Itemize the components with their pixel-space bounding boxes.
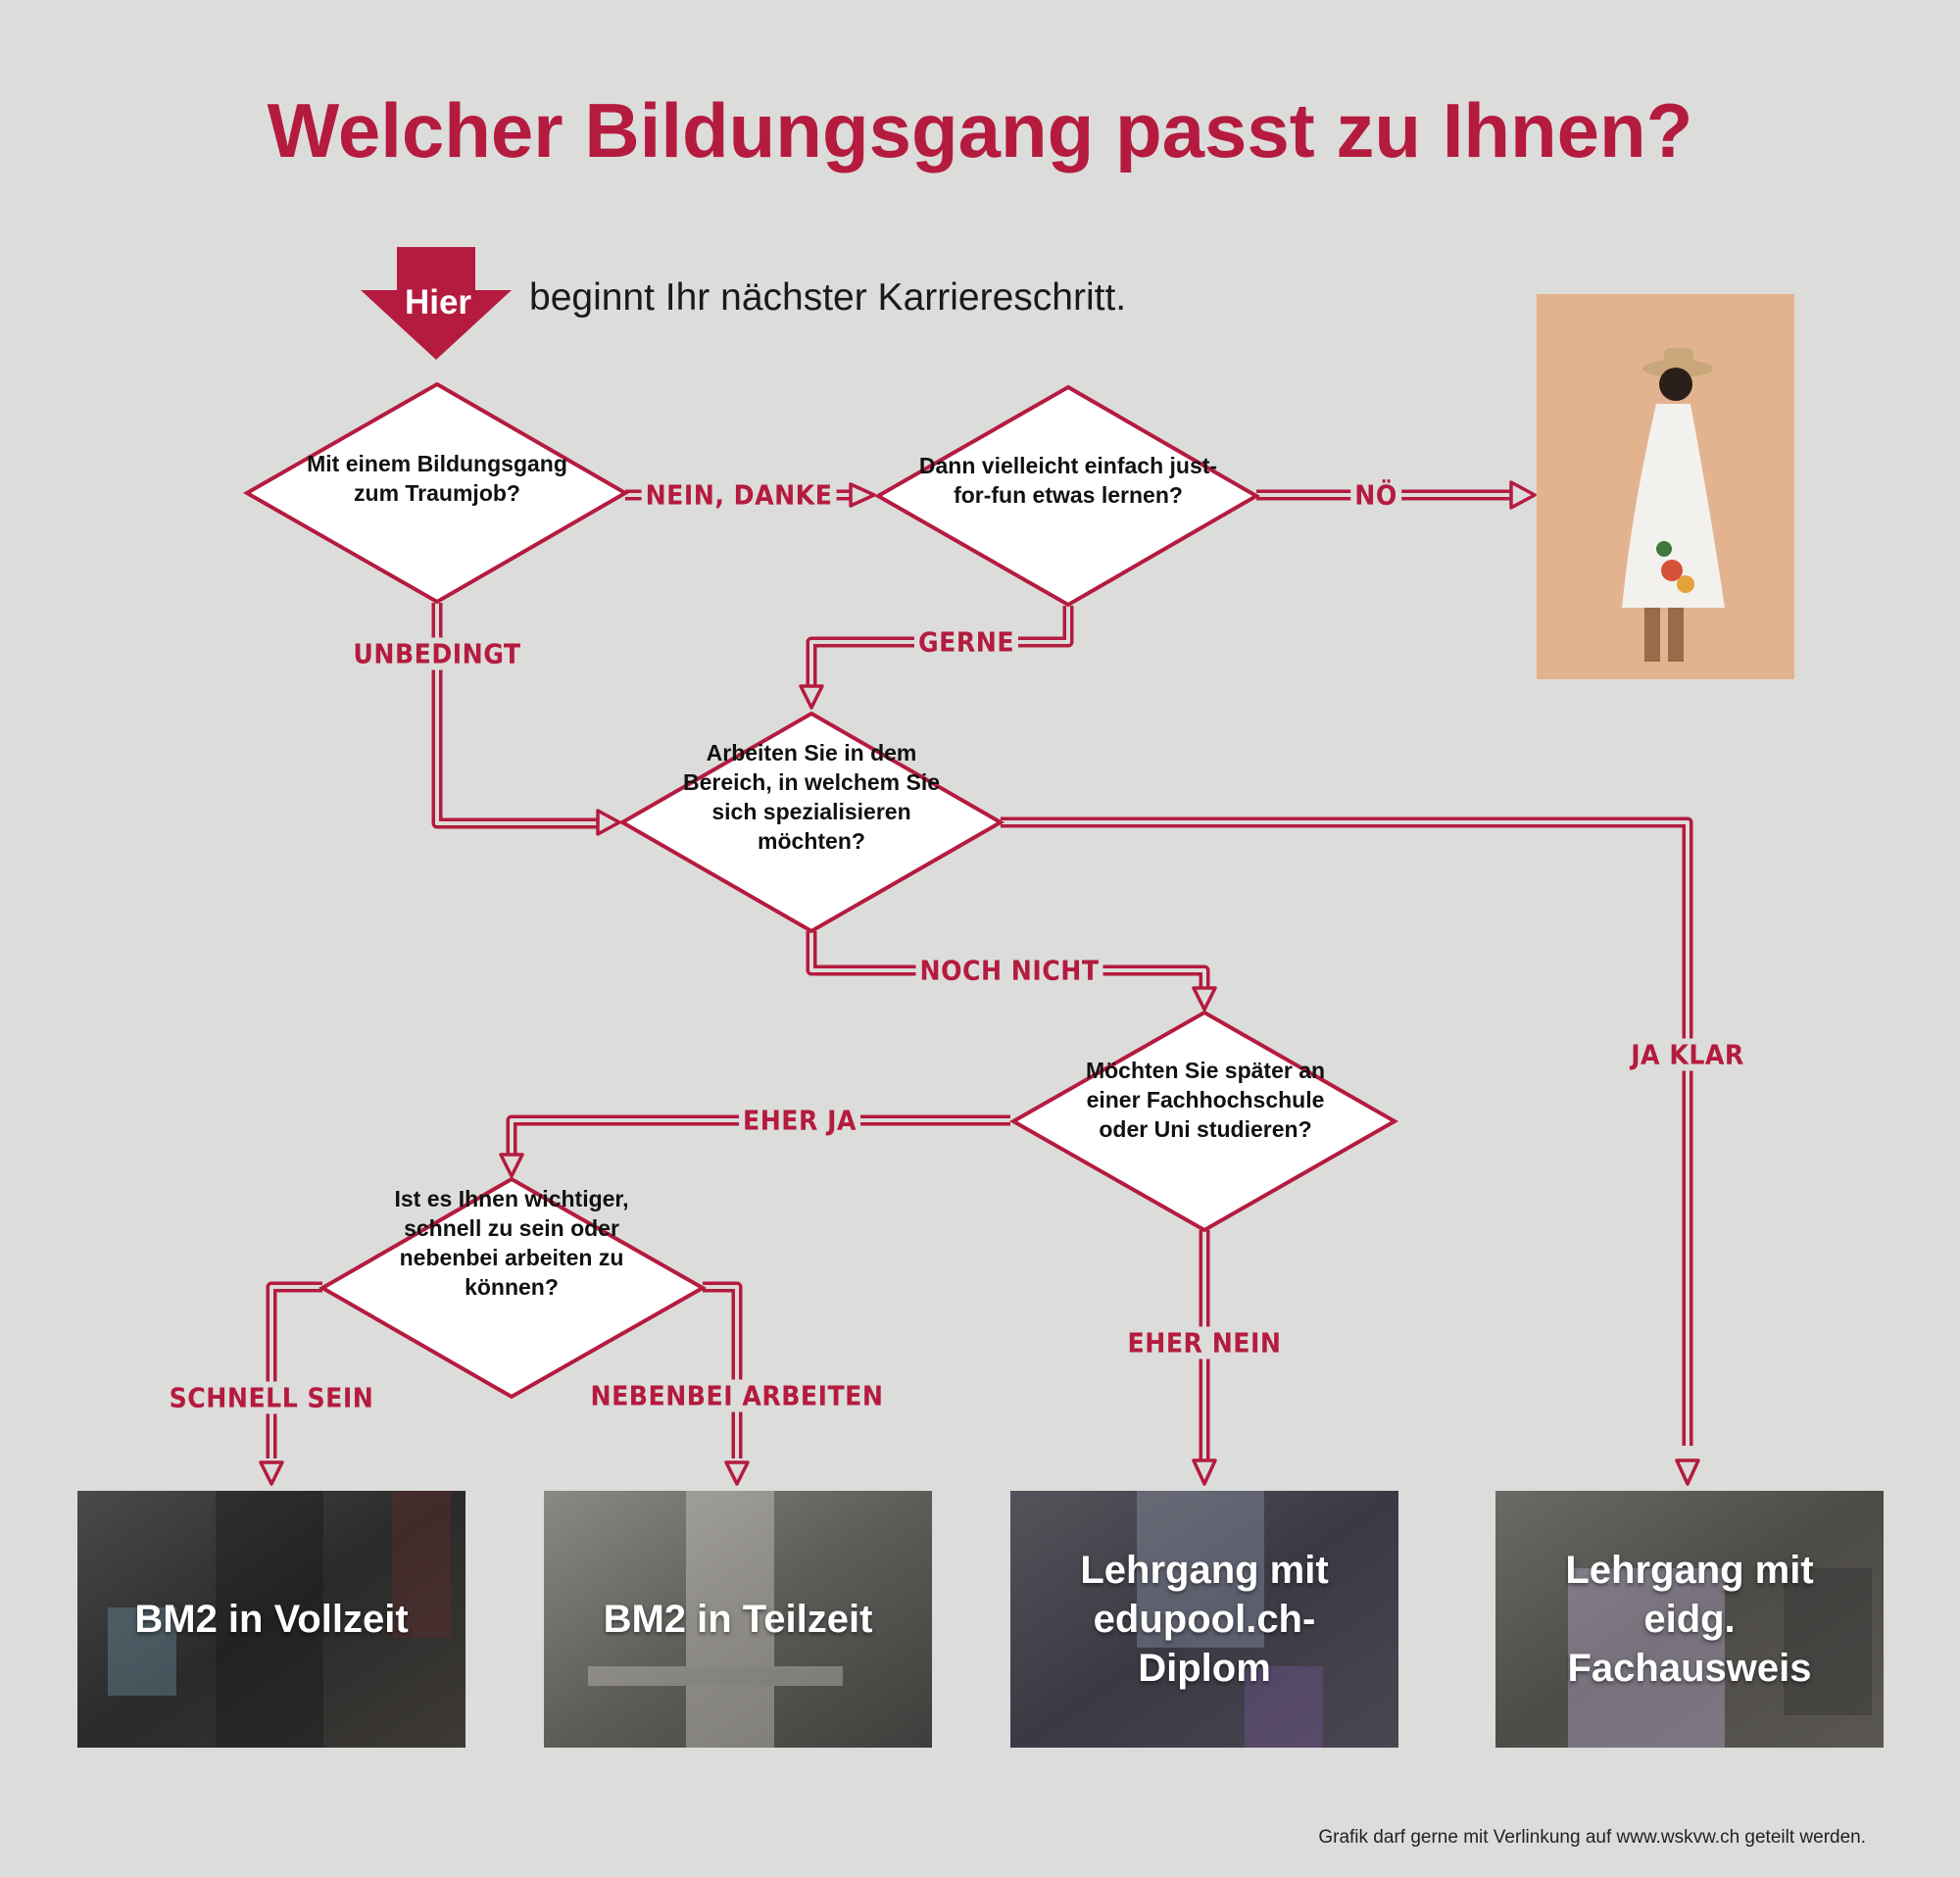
arrowhead <box>849 482 876 508</box>
result-lehrgang-fachausweis[interactable]: Lehrgang mit eidg. Fachausweis <box>1495 1491 1884 1748</box>
result-photo-edupool <box>1010 1491 1398 1748</box>
start-badge: Hier <box>405 283 471 321</box>
decision-arbeiten-bereich <box>617 711 1005 934</box>
arrowhead <box>799 684 824 710</box>
arrowhead <box>596 809 621 836</box>
result-label: BM2 in Vollzeit <box>134 1598 409 1641</box>
label-eher-nein: EHER NEIN <box>1123 1326 1286 1359</box>
label-unbedingt: UNBEDINGT <box>349 637 525 670</box>
label-nein-danke: NEIN, DANKE <box>641 478 837 512</box>
result-label: BM2 in Teilzeit <box>603 1598 873 1641</box>
label-noch-nicht: NOCH NICHT <box>915 954 1103 987</box>
question-schnell-oder-nebenbei: Ist es Ihnen wichtiger, schnell zu sein … <box>394 1186 629 1300</box>
question-traumjob: Mit einem Bildungsgang zum Traumjob? <box>307 451 567 506</box>
label-noe: NÖ <box>1350 478 1401 512</box>
photo-decoration <box>108 1491 1872 1748</box>
result-bm2-vollzeit[interactable]: BM2 in Vollzeit <box>77 1491 466 1748</box>
result-label: Lehrgang mit edupool.ch-Diplom <box>1080 1549 1329 1690</box>
label-gerne: GERNE <box>913 625 1019 659</box>
result-label: Lehrgang mit eidg. Fachausweis <box>1565 1549 1814 1690</box>
arrowhead <box>1675 1458 1700 1486</box>
question-just-for-fun: Dann vielleicht einfach just-for-fun etw… <box>918 453 1218 508</box>
result-photo-fachausweis <box>1495 1491 1884 1748</box>
decision-schnell-oder-nebenbei <box>318 1176 708 1400</box>
photo-woman-figure <box>1622 348 1725 662</box>
result-photo-teilzeit <box>544 1491 932 1748</box>
start-caption: beginnt Ihr nächster Karriereschritt. <box>529 276 1127 319</box>
label-ja-klar: JA KLAR <box>1627 1038 1748 1071</box>
arrowhead <box>259 1460 284 1486</box>
arrowhead <box>724 1460 750 1486</box>
label-eher-ja: EHER JA <box>738 1104 861 1137</box>
arrowhead <box>1192 986 1217 1012</box>
page-title: Welcher Bildungsgang passt zu Ihnen? <box>267 87 1693 173</box>
arrowhead <box>1192 1458 1217 1486</box>
arrowhead <box>1509 480 1537 510</box>
decision-traumjob <box>242 381 629 605</box>
footer-note: Grafik darf gerne mit Verlinkung auf www… <box>1318 1827 1866 1848</box>
label-nebenbei-arbeiten: NEBENBEI ARBEITEN <box>586 1379 888 1412</box>
result-photo-vollzeit <box>77 1491 466 1748</box>
question-studieren: Möchten Sie später an einer Fachhochschu… <box>1085 1058 1326 1142</box>
label-schnell-sein: SCHNELL SEIN <box>165 1381 378 1414</box>
result-bm2-teilzeit[interactable]: BM2 in Teilzeit <box>544 1491 932 1748</box>
arrowhead <box>499 1153 524 1178</box>
start-arrow-icon <box>361 247 512 360</box>
decision-studieren <box>1008 1010 1399 1233</box>
question-arbeiten-bereich: Arbeiten Sie in dem Bereich, in welchem … <box>682 740 941 854</box>
result-lehrgang-edupool[interactable]: Lehrgang mit edupool.ch-Diplom <box>1010 1491 1398 1748</box>
decision-just-for-fun <box>873 384 1260 608</box>
